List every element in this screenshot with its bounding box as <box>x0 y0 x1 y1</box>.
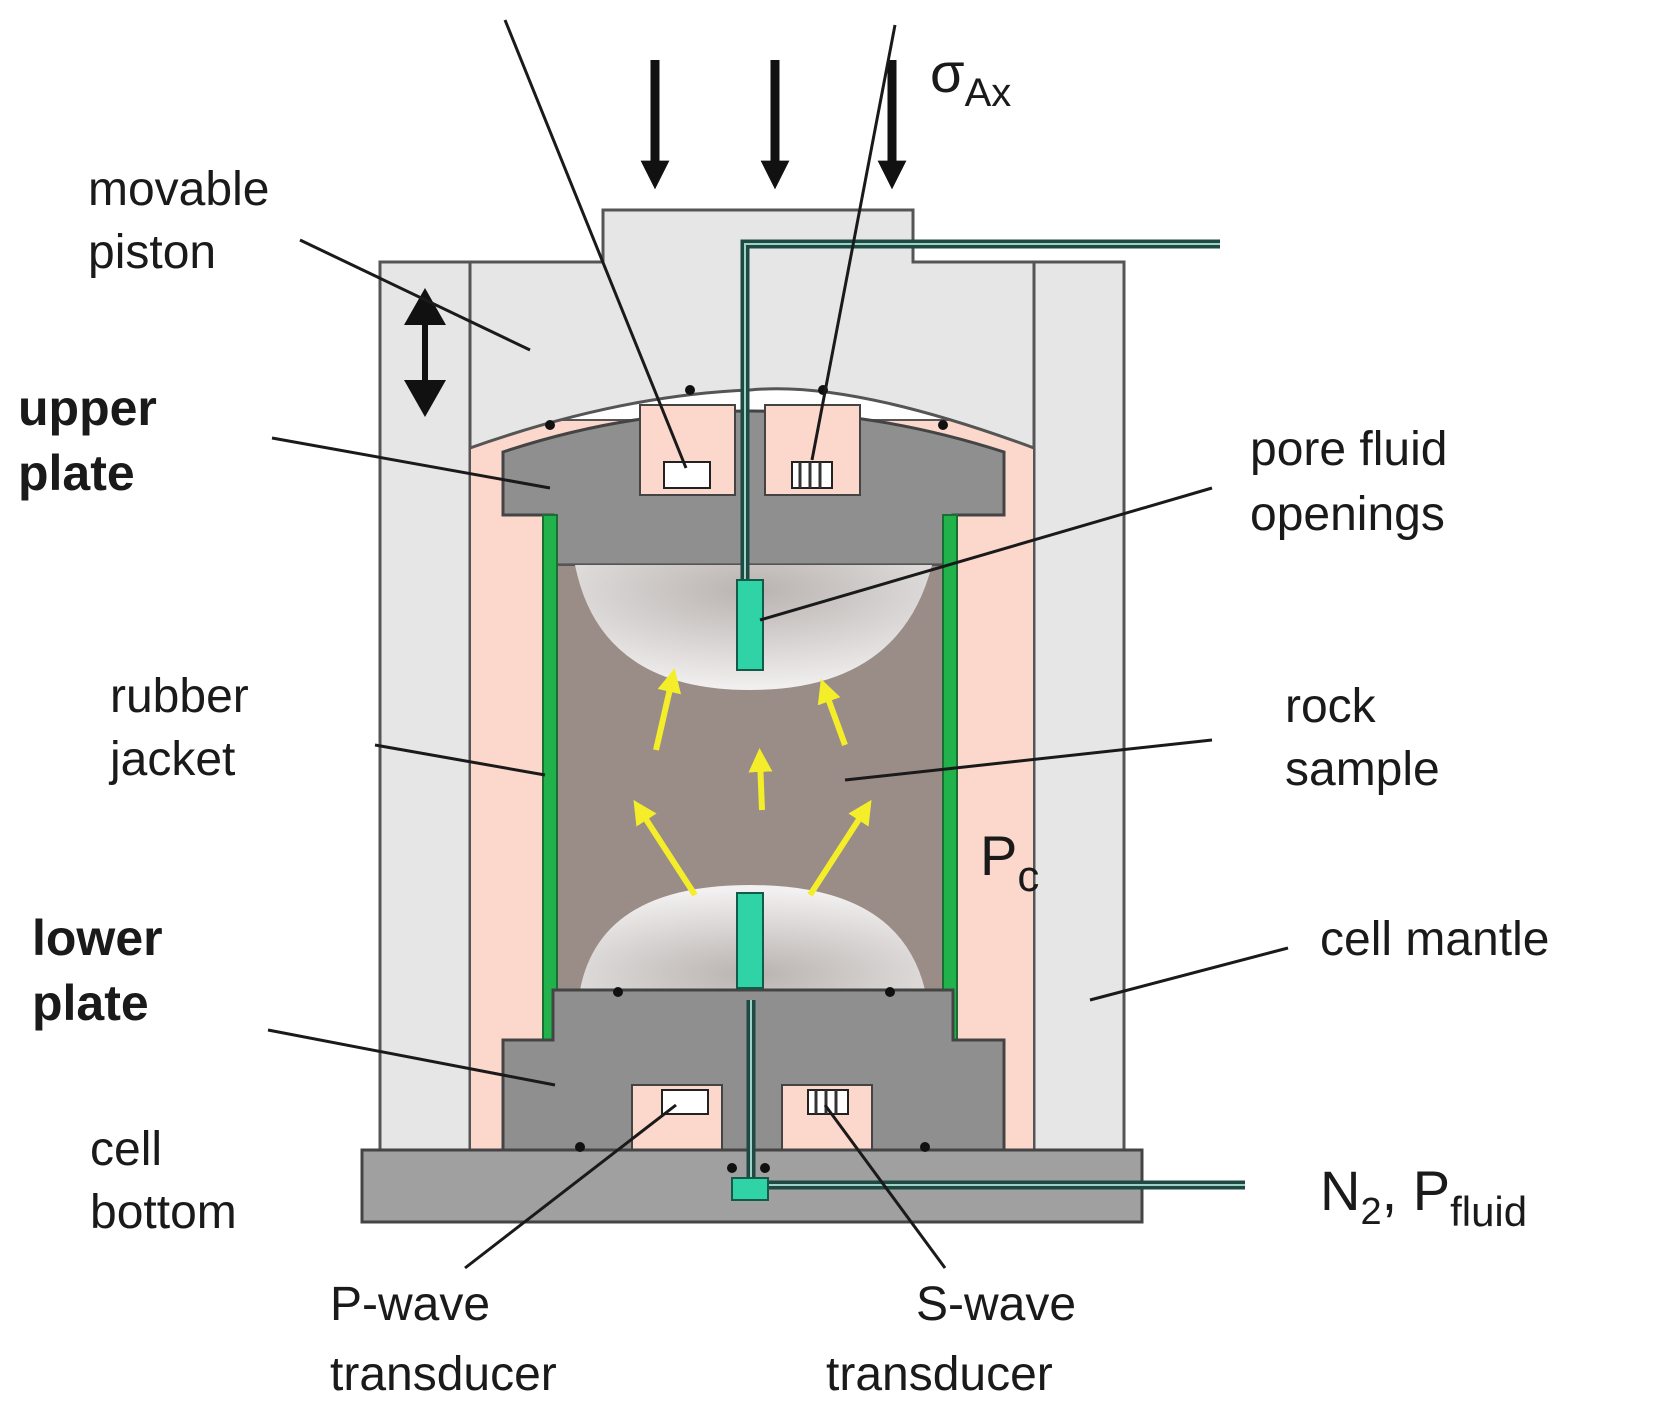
movable-piston-label-line1: movable <box>88 163 269 216</box>
rubber-jacket-left <box>542 514 558 1041</box>
rubber-jacket-right <box>942 514 958 1041</box>
confining-pressure-symbol: Pc <box>980 824 1039 901</box>
rubber-jacket-label-line1: rubber <box>110 670 249 723</box>
movable-piston-label-line2: piston <box>88 226 216 279</box>
upper-pore-opening <box>736 579 764 671</box>
axial-stress-arrows <box>640 60 907 190</box>
upper-s-transducer <box>791 461 833 489</box>
upper-plate-label-line2: plate <box>18 445 135 501</box>
cell-mantle-label: cell mantle <box>1320 913 1549 966</box>
pore-fluid-openings-label-line2: openings <box>1250 488 1445 541</box>
fluid-inlet-symbol: N2, Pfluid <box>1320 1159 1527 1235</box>
movable-piston <box>468 208 1036 451</box>
rock-sample-label-line2: sample <box>1285 743 1440 796</box>
rock-sample-label-line1: rock <box>1285 680 1377 733</box>
lower-pore-opening <box>736 892 764 989</box>
axial-stress-symbol: σAx <box>930 41 1011 115</box>
lower-plate-label-line2: plate <box>32 975 149 1031</box>
s-wave-transducer-label-line1: S-wave <box>916 1278 1076 1331</box>
fluid-port <box>731 1177 769 1201</box>
lower-plate-label-line1: lower <box>32 910 163 966</box>
upper-plate <box>501 409 1006 567</box>
pore-fluid-openings-label-line1: pore fluid <box>1250 423 1447 476</box>
wave-arrows <box>633 668 872 897</box>
upper-plate-label-line1: upper <box>18 380 157 436</box>
p-wave-transducer-label-line2: transducer <box>330 1348 557 1401</box>
cell-bottom-label-line2: bottom <box>90 1186 237 1239</box>
upper-p-transducer <box>663 461 711 489</box>
cell-mantle-right <box>1032 260 1126 1152</box>
p-wave-transducer-label-line1: P-wave <box>330 1278 490 1331</box>
piston-double-arrow <box>404 288 446 417</box>
leader-lines <box>267 19 1289 1270</box>
s-wave-transducer-label-line2: transducer <box>826 1348 1053 1401</box>
cell-bottom-label-line1: cell <box>90 1123 162 1176</box>
rubber-jacket-label-line2: jacket <box>108 733 235 786</box>
